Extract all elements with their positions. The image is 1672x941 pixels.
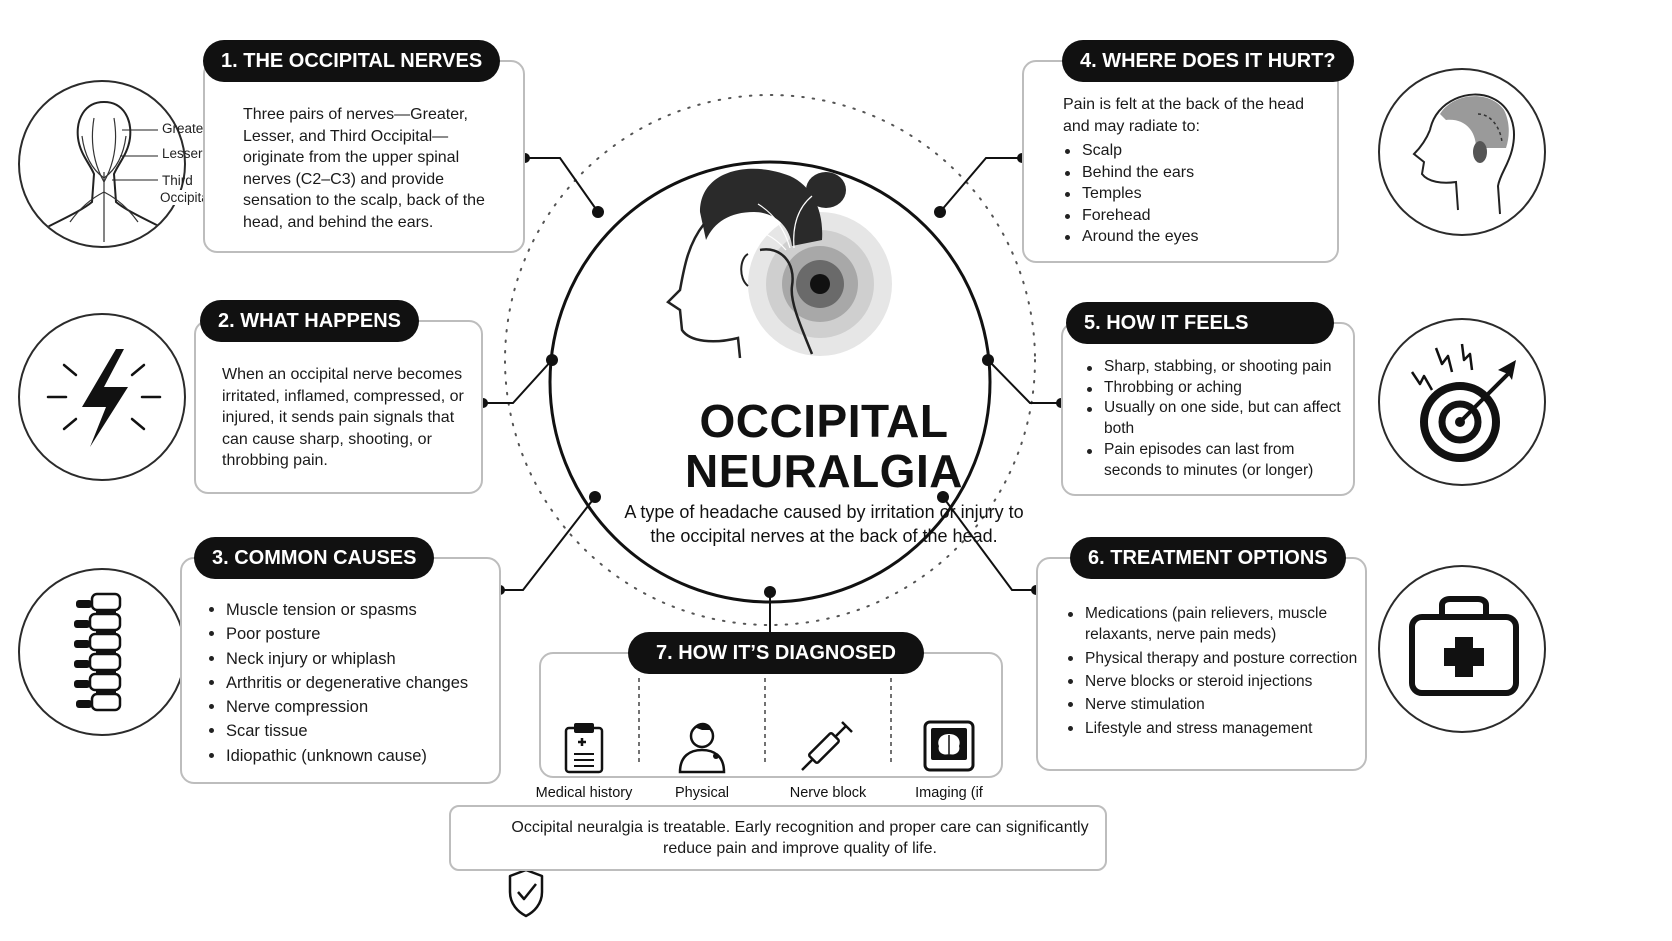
list-where-it-hurts: Scalp Behind the ears Temples Forehead A…: [1062, 140, 1322, 248]
list-treatment-options: Medications (pain relievers, muscle rela…: [1065, 603, 1360, 740]
panel-where-it-hurts: [1022, 60, 1339, 263]
cause-item: Scar tissue: [206, 719, 496, 743]
cause-item: Arthritis or degenerative changes: [206, 671, 496, 695]
footer-note-text: Occipital neuralgia is treatable. Early …: [511, 819, 1089, 857]
clipboard-icon: [522, 718, 646, 779]
cause-item: Neck injury or whiplash: [206, 647, 496, 671]
treatment-item: Lifestyle and stress management: [1065, 717, 1360, 740]
treatment-item: Medications (pain relievers, muscle rela…: [1065, 603, 1360, 645]
heading-where-it-hurts: 4. WHERE DOES IT HURT?: [1062, 40, 1354, 82]
panel-how-it-feels: [1061, 322, 1355, 496]
spine-icon: [18, 568, 186, 736]
symptom-item: Usually on one side, but can affect both: [1084, 398, 1346, 439]
cause-item: Muscle tension or spasms: [206, 598, 496, 622]
cause-item: Poor posture: [206, 622, 496, 646]
text-occipital-nerves: Three pairs of nerves—Greater, Lesser, a…: [243, 106, 485, 231]
main-title-line-1: OCCIPITAL: [699, 395, 949, 447]
treatment-item: Nerve blocks or steroid injections: [1065, 670, 1360, 693]
symptom-item: Throbbing or aching: [1084, 378, 1346, 399]
nerves-anatomy-icon: [18, 80, 186, 248]
main-title-line-2: NEURALGIA: [685, 445, 963, 497]
diagnosis-dividers: [638, 678, 892, 764]
cause-item: Nerve compression: [206, 695, 496, 719]
heading-how-it-feels: 5. HOW IT FEELS: [1066, 302, 1334, 344]
footer-note-box: [449, 805, 1107, 871]
nerve-label-occipital: Occipital: [158, 190, 214, 205]
symptom-item: Sharp, stabbing, or shooting pain: [1084, 357, 1346, 378]
heading-common-causes: 3. COMMON CAUSES: [194, 537, 435, 579]
cause-item: Idiopathic (unknown cause): [206, 744, 496, 768]
shield-check-icon: [508, 868, 544, 918]
target-arrow-icon: [1378, 318, 1546, 486]
nerve-label-third: Third: [162, 173, 193, 188]
heading-what-happens: 2. WHAT HAPPENS: [200, 300, 419, 342]
treatment-item: Physical therapy and posture correction: [1065, 647, 1360, 670]
symptom-item: Pain episodes can last from seconds to m…: [1084, 440, 1346, 481]
pain-location-item: Scalp: [1062, 140, 1322, 162]
head-profile-icon: [1378, 68, 1546, 236]
pain-location-item: Behind the ears: [1062, 162, 1322, 184]
main-subtitle: A type of headache caused by irritation …: [624, 502, 1024, 546]
list-how-it-feels: Sharp, stabbing, or shooting pain Throbb…: [1084, 357, 1346, 481]
pain-location-item: Forehead: [1062, 205, 1322, 227]
lightning-bolt-icon: [18, 313, 186, 481]
diagnosis-label: Medical history: [535, 785, 633, 801]
panel-what-happens: [194, 320, 483, 494]
panel-common-causes: [180, 557, 501, 784]
connector-lines: [483, 157, 1061, 632]
nerve-label-lesser: Lesser: [162, 146, 203, 161]
nerve-label-greater: Greater: [162, 121, 208, 136]
syringe-icon: [766, 718, 890, 779]
pain-location-item: Around the eyes: [1062, 226, 1322, 248]
head-illustration: [666, 168, 892, 359]
text-where-it-hurts-intro: Pain is felt at the back of the head and…: [1063, 96, 1305, 135]
text-what-happens: When an occipital nerve becomes irritate…: [222, 366, 464, 469]
first-aid-kit-icon: [1378, 565, 1546, 733]
brain-scan-icon: [887, 718, 1011, 779]
pain-location-item: Temples: [1062, 183, 1322, 205]
heading-treatment-options: 6. TREATMENT OPTIONS: [1070, 537, 1346, 579]
patient-icon: [640, 718, 764, 779]
treatment-item: Nerve stimulation: [1065, 693, 1360, 716]
outer-dotted-ring: [504, 94, 1036, 626]
list-common-causes: Muscle tension or spasms Poor posture Ne…: [206, 598, 496, 768]
panel-occipital-nerves: [203, 60, 525, 253]
heading-occipital-nerves: 1. THE OCCIPITAL NERVES: [203, 40, 501, 82]
heading-how-diagnosed: 7. HOW IT’S DIAGNOSED: [628, 632, 924, 674]
